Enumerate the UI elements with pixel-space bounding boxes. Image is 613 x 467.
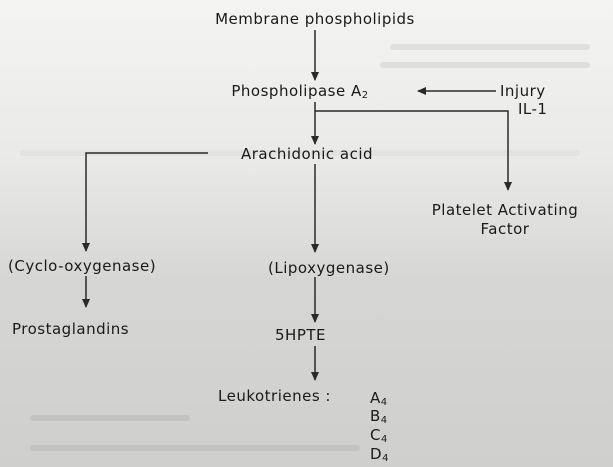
node-il-1: IL-1 [518, 100, 548, 118]
background-text-smudge [390, 44, 590, 50]
node-5hpte: 5HPTE [275, 326, 327, 344]
background-text-smudge [30, 445, 360, 451]
node-arachidonic-acid: Arachidonic acid [240, 145, 374, 163]
node-platelet-activating-factor-line1: Platelet Activating [431, 201, 579, 219]
node-prostaglandins: Prostaglandins [12, 320, 130, 338]
node-leukotriene-b4: B4 [370, 407, 388, 426]
node-leukotriene-d4: D4 [370, 445, 389, 464]
node-cyclo-oxygenase: (Cyclo-oxygenase) [8, 257, 157, 275]
node-injury: Injury [500, 82, 546, 100]
background-text-smudge [380, 62, 590, 68]
node-platelet-activating-factor-line2: Factor [480, 220, 530, 238]
background-text-smudge [30, 415, 190, 421]
node-phospholipase-a2: Phospholipase A2 [231, 82, 369, 101]
node-lipoxygenase: (Lipoxygenase) [268, 259, 390, 277]
node-membrane-phospholipids: Membrane phospholipids [215, 10, 415, 28]
node-leukotrienes: Leukotrienes : [218, 387, 331, 405]
background-text-smudge [20, 150, 580, 156]
arrow-pla2-to-paf [315, 110, 512, 191]
node-leukotriene-a4: A4 [370, 389, 388, 408]
node-leukotriene-c4: C4 [370, 426, 388, 445]
arrow-aa-to-cox [82, 152, 208, 252]
